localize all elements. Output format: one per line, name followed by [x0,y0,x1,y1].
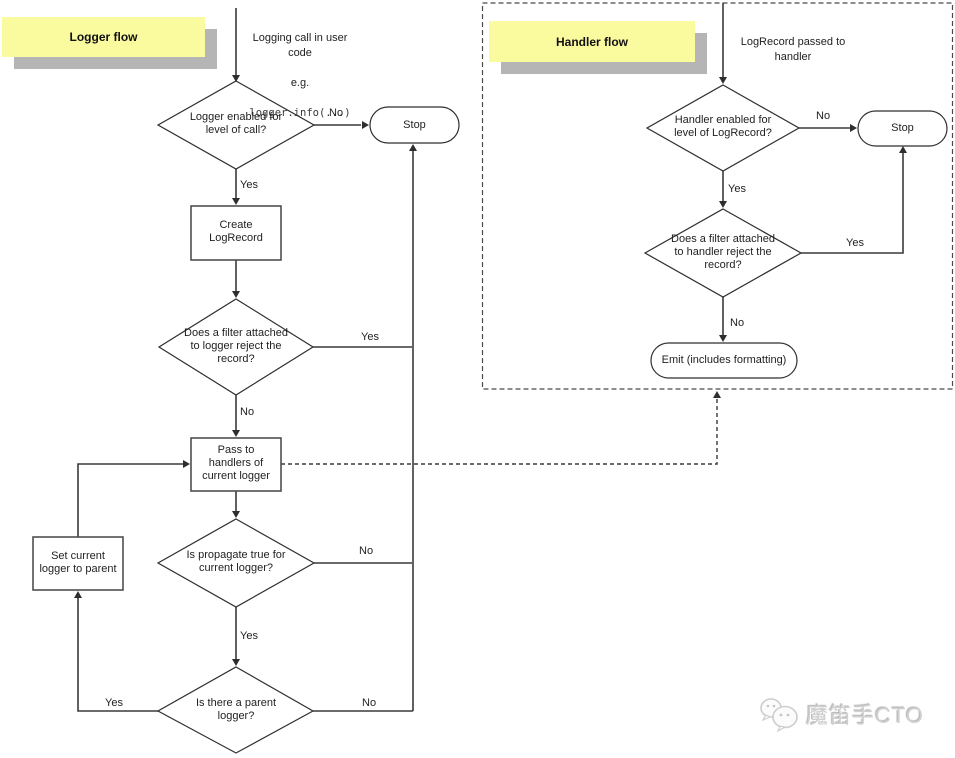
handler-flow-label: Handler flow [489,21,695,62]
arrowhead [719,201,727,208]
arrowhead [232,511,240,518]
parent-no-label: No [362,697,377,709]
create-logrecord-box [190,205,282,261]
stop-logger-text: Stop [403,119,426,131]
watermark: 魔笛手CTO [758,695,924,733]
emit-text: Emit (includes formatting) [661,354,787,366]
propagate-yes-label: Yes [240,630,258,642]
stop-handler-text: Stop [891,122,914,134]
arrowhead [183,460,190,468]
handler-entry-note: LogRecord passed to handler [740,36,846,63]
arrowhead [409,144,417,151]
arrowhead [899,146,907,153]
arrowhead [232,198,240,205]
wechat-bubbles-icon [760,698,798,733]
set-parent-box [32,536,124,591]
logger-level-yes-label: Yes [240,179,258,191]
propagate-no-label: No [359,545,374,557]
parent-yes-line [77,598,159,712]
decision-logger-filter-diamond [157,298,315,396]
decision-handler-level-diamond [645,84,801,172]
watermark-text: 魔笛手CTO [806,703,925,728]
create-logrecord-text: Create LogRecord [209,219,263,244]
logger-entry-eg: e.g. [290,77,310,89]
logger-filter-yes-label: Yes [361,331,379,343]
pass-handlers-box [190,437,282,492]
arrowhead [713,391,721,398]
arrowhead [850,124,857,132]
logger-flow-label: Logger flow [2,17,205,57]
decision-handler-level-text: Handler enabled for level of LogRecord? [674,114,772,139]
logger-flow-title: Logger flow [69,30,138,44]
handler-level-no-label: No [816,110,831,122]
logger-entry-code: logger.info(...) [249,107,351,119]
arrowhead [74,591,82,598]
decision-logger-level-diamond [156,80,316,170]
emit-oval [650,342,798,379]
arrowhead [719,77,727,84]
decision-parent-diamond [156,666,315,754]
handler-filter-yes-label: Yes [846,237,864,249]
pass-handlers-text: Pass to handlers of current logger [202,444,270,482]
stop-oval-logger [369,106,460,144]
handler-filter-yes-line [801,153,904,254]
decision-logger-level-text: Logger enabled for level of call? [189,111,283,136]
arrowhead [232,75,240,82]
handler-level-yes-label: Yes [728,183,746,195]
arrowhead [232,430,240,437]
handler-flow-title: Handler flow [555,34,628,49]
arrowhead [232,659,240,666]
decision-parent-text: Is there a parent logger? [195,697,277,722]
logger-filter-no-label: No [240,406,255,418]
logger-level-no-label: No [329,107,344,119]
handler-filter-no-label: No [730,317,745,329]
logger-entry-text: Logging call in user code [252,32,348,59]
set-parent-text: Set current logger to parent [39,550,117,575]
stop-oval-handler [857,110,948,147]
parent-yes-label: Yes [105,697,123,709]
setparent-loop-line [77,463,183,537]
decision-handler-filter-diamond [643,208,803,298]
decision-logger-filter-text: Does a filter attached to logger reject … [184,327,288,365]
logger-entry-note: Logging call in user code e.g. logger.in… [243,16,357,136]
decision-handler-filter-text: Does a filter attached to handler reject… [671,233,775,271]
decision-propagate-text: Is propagate true for current logger? [186,549,286,574]
arrowhead [719,335,727,342]
arrowhead [362,121,369,129]
arrowhead [232,291,240,298]
pass-to-handlerflow-dashed-line [281,398,718,465]
decision-propagate-diamond [156,518,316,608]
handler-flow-dashed-border [481,2,954,390]
